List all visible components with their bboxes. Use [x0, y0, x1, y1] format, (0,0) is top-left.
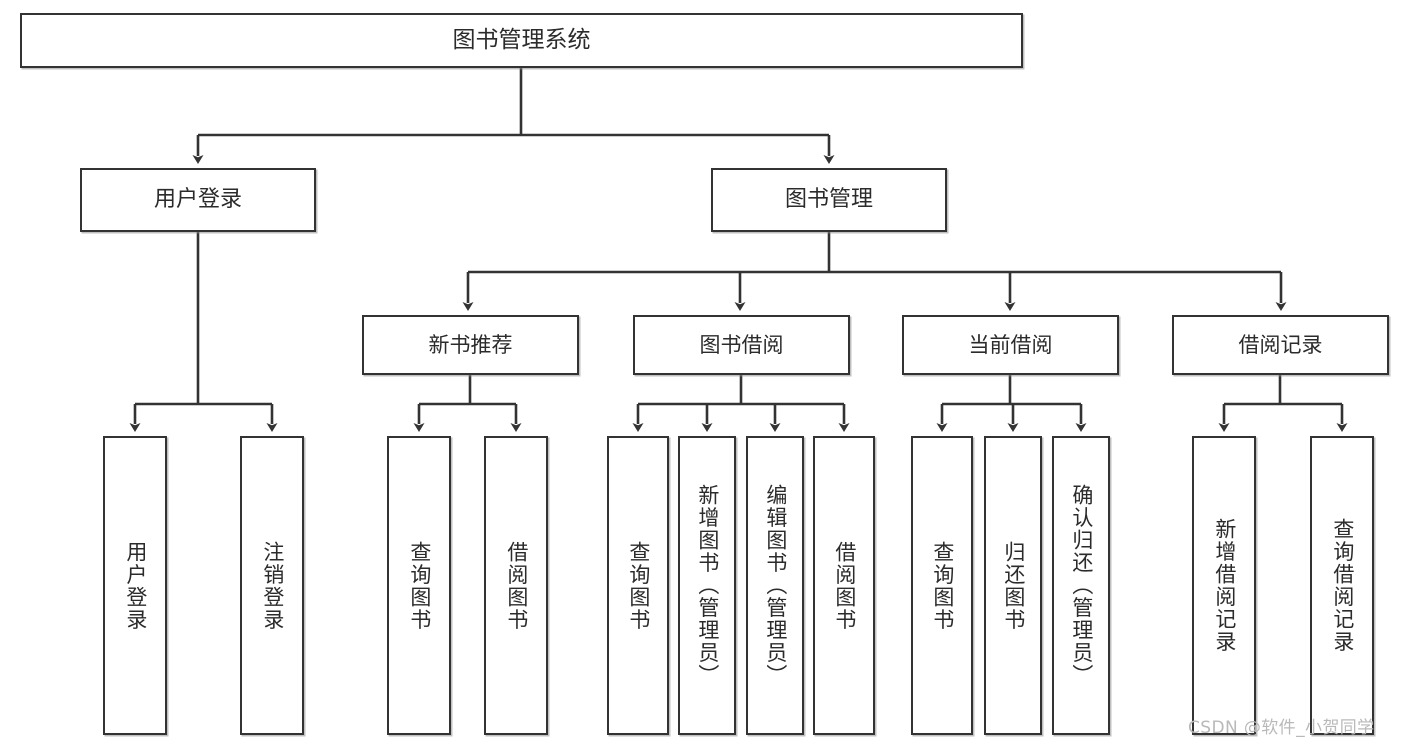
- node-current-borrow[interactable]: 当前借阅: [902, 315, 1119, 375]
- node-leaf-query-book-rec[interactable]: 查询图书: [387, 436, 451, 735]
- node-leaf-confirm-return[interactable]: 确认归还（管理员）: [1052, 436, 1110, 735]
- node-leaf-user-login[interactable]: 用户登录: [103, 436, 167, 735]
- node-leaf-query-book-bor[interactable]: 查询图书: [607, 436, 669, 735]
- node-user-login[interactable]: 用户登录: [80, 168, 316, 232]
- node-leaf-add-book[interactable]: 新增图书（管理员）: [678, 436, 736, 735]
- node-leaf-query-book-cur[interactable]: 查询图书: [911, 436, 973, 735]
- node-leaf-borrow-book-bor[interactable]: 借阅图书: [813, 436, 875, 735]
- node-book-manage-label: 图书管理: [784, 187, 873, 212]
- node-leaf-query-book-bor-label: 查询图书: [626, 540, 651, 631]
- node-new-book-rec-label: 新书推荐: [428, 332, 513, 357]
- node-user-login-label: 用户登录: [153, 187, 242, 212]
- node-leaf-user-logout[interactable]: 注销登录: [240, 436, 304, 735]
- node-leaf-add-borrow-rec-label: 新增借阅记录: [1212, 518, 1237, 653]
- node-root[interactable]: 图书管理系统: [20, 13, 1023, 68]
- node-leaf-return-book-label: 归还图书: [1001, 540, 1026, 631]
- node-leaf-return-book[interactable]: 归还图书: [984, 436, 1042, 735]
- node-leaf-user-login-label: 用户登录: [123, 540, 148, 631]
- node-leaf-query-borrow-rec-label: 查询借阅记录: [1330, 518, 1355, 653]
- csdn-watermark: CSDN @软件_小贺同学: [1188, 718, 1375, 738]
- node-leaf-borrow-book-bor-label: 借阅图书: [832, 540, 857, 631]
- node-borrow-record[interactable]: 借阅记录: [1172, 315, 1389, 375]
- node-new-book-rec[interactable]: 新书推荐: [362, 315, 579, 375]
- node-leaf-confirm-return-label: 确认归还（管理员）: [1069, 484, 1094, 687]
- node-leaf-user-logout-label: 注销登录: [260, 540, 285, 631]
- node-leaf-query-book-rec-label: 查询图书: [407, 540, 432, 631]
- node-book-borrow-label: 图书借阅: [699, 332, 784, 357]
- node-leaf-query-book-cur-label: 查询图书: [930, 540, 955, 631]
- node-leaf-edit-book[interactable]: 编辑图书（管理员）: [746, 436, 804, 735]
- node-leaf-query-borrow-rec[interactable]: 查询借阅记录: [1310, 436, 1374, 735]
- node-leaf-add-borrow-rec[interactable]: 新增借阅记录: [1192, 436, 1256, 735]
- node-leaf-add-book-label: 新增图书（管理员）: [695, 484, 720, 687]
- node-borrow-record-label: 借阅记录: [1238, 332, 1323, 357]
- node-book-borrow[interactable]: 图书借阅: [633, 315, 850, 375]
- node-leaf-borrow-book-rec-label: 借阅图书: [504, 540, 529, 631]
- node-leaf-borrow-book-rec[interactable]: 借阅图书: [484, 436, 548, 735]
- node-book-manage[interactable]: 图书管理: [711, 168, 947, 232]
- node-root-label: 图书管理系统: [452, 27, 591, 53]
- node-leaf-edit-book-label: 编辑图书（管理员）: [763, 484, 788, 687]
- node-current-borrow-label: 当前借阅: [968, 332, 1053, 357]
